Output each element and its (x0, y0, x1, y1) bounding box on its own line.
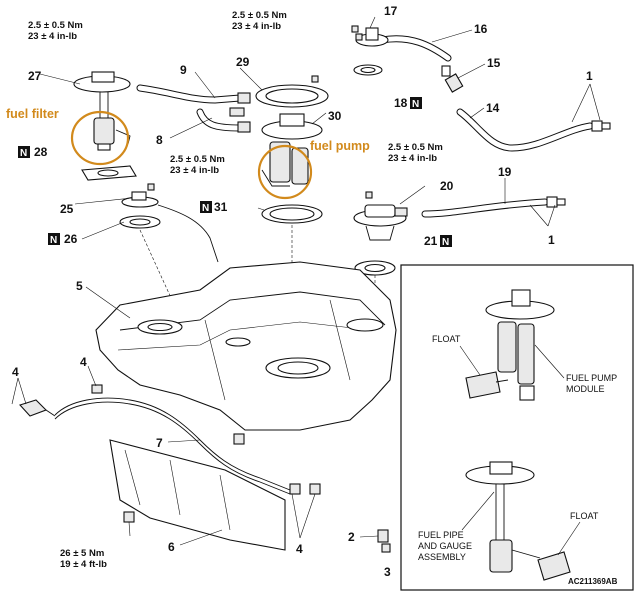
inset-pipe-line2: AND GAUGE (418, 541, 472, 551)
nut-20 (365, 191, 373, 199)
gasket-18 (353, 64, 383, 76)
torque-bolt-line1: 26 ± 5 Nm (60, 548, 104, 559)
torque-20-line1: 2.5 ± 0.5 Nm (388, 142, 443, 153)
inset-float-top-label: FLOAT (432, 334, 461, 344)
n-marker-26: N (48, 233, 60, 246)
wire-25 (157, 204, 219, 263)
hose-19 (421, 196, 566, 218)
part-21: 21 (424, 234, 438, 248)
nut-17 (351, 25, 359, 33)
inset-gauge-assembly (465, 461, 571, 581)
harness-7 (54, 397, 321, 495)
protector-6 (109, 439, 286, 551)
inset-pipe-line3: ASSEMBLY (418, 552, 466, 562)
fuel-filter-label: fuel filter (6, 107, 59, 121)
plate-25 (121, 191, 159, 208)
cap-17 (355, 27, 389, 47)
leader-float-bottom (557, 521, 581, 556)
vent-hose-16 (378, 35, 452, 62)
part-3: 3 (384, 565, 391, 579)
part-27: 27 (28, 69, 42, 83)
clip-4 (91, 384, 103, 394)
lock-ring-29 (255, 84, 329, 108)
o-ring-31 (261, 204, 323, 224)
svg-text:N: N (412, 99, 419, 110)
torque-bolt-line2: 19 ± 4 ft-lb (60, 559, 107, 570)
part-30: 30 (328, 109, 342, 123)
part-6: 6 (168, 540, 175, 554)
align-line-left (139, 229, 173, 301)
svg-text:N: N (50, 235, 57, 246)
part-15: 15 (487, 56, 501, 70)
torque-25-line1: 2.5 ± 0.5 Nm (170, 154, 225, 165)
bolt-26nm (123, 511, 135, 523)
part-1-top: 1 (586, 69, 593, 83)
torque-27-line2: 23 ± 4 in-lb (28, 31, 77, 42)
part-8: 8 (156, 133, 163, 147)
gasket-28 (81, 165, 137, 181)
part-5: 5 (76, 279, 83, 293)
leader-pipe-assembly (461, 491, 495, 531)
n-marker-31: N (200, 201, 212, 214)
fuel-filter-highlight (70, 110, 130, 166)
inset-pump-module-line1: FUEL PUMP (566, 373, 617, 383)
sensor-4-left (19, 399, 56, 417)
fuel-line-8 (196, 107, 251, 133)
part-1-bottom: 1 (548, 233, 555, 247)
part-4-bottom: 4 (296, 542, 303, 556)
part-7: 7 (156, 436, 163, 450)
torque-25-line2: 23 ± 4 in-lb (170, 165, 219, 176)
hose-14 (456, 108, 611, 152)
connector-15 (441, 65, 464, 93)
n-marker-18: N (410, 97, 422, 110)
leader-float-top (459, 345, 481, 376)
part-28: 28 (34, 145, 48, 159)
leader-pump-module (534, 344, 565, 379)
part-4-left: 4 (12, 365, 19, 379)
fuel-pump-module-30 (261, 113, 323, 187)
torque-17-line1: 2.5 ± 0.5 Nm (232, 10, 287, 21)
torque-27-line1: 2.5 ± 0.5 Nm (28, 20, 83, 31)
part-31: 31 (214, 200, 228, 214)
leader-lines (11, 16, 601, 546)
part-2: 2 (348, 530, 355, 544)
part-26: 26 (64, 232, 78, 246)
torque-20-line2: 23 ± 4 in-lb (388, 153, 437, 164)
part-16: 16 (474, 22, 488, 36)
part-20: 20 (440, 179, 454, 193)
fuel-pump-highlight (257, 144, 313, 200)
inset-pump-module-line2: MODULE (566, 384, 605, 394)
nut-25 (147, 183, 155, 191)
part-4-clip: 4 (80, 355, 87, 369)
nut-29 (311, 75, 319, 83)
svg-text:N: N (442, 237, 449, 248)
n-marker-21: N (440, 235, 452, 248)
part-9: 9 (180, 63, 187, 77)
inset-pipe-line1: FUEL PIPE (418, 530, 464, 540)
part-19: 19 (498, 165, 512, 179)
part-25: 25 (60, 202, 74, 216)
fuel-tank-5 (95, 261, 397, 431)
gasket-21 (354, 260, 396, 276)
part-14: 14 (486, 101, 500, 115)
inset-pump-module (465, 289, 555, 401)
inset-float-bottom-label: FLOAT (570, 511, 599, 521)
part-29: 29 (236, 55, 250, 69)
part-18: 18 (394, 96, 408, 110)
gasket-26 (119, 215, 161, 229)
valve-20 (353, 204, 408, 241)
torque-17-line2: 23 ± 4 in-lb (232, 21, 281, 32)
fitting-2 (377, 529, 391, 553)
fuel-pump-label: fuel pump (310, 139, 370, 153)
part-17: 17 (384, 4, 398, 18)
fuel-gauge-unit-27 (73, 71, 131, 151)
svg-text:N: N (202, 203, 209, 214)
fuel-line-9 (136, 84, 251, 104)
n-marker-28: N (18, 146, 30, 159)
svg-text:N: N (20, 148, 27, 159)
figure-code: AC211369AB (568, 577, 618, 586)
